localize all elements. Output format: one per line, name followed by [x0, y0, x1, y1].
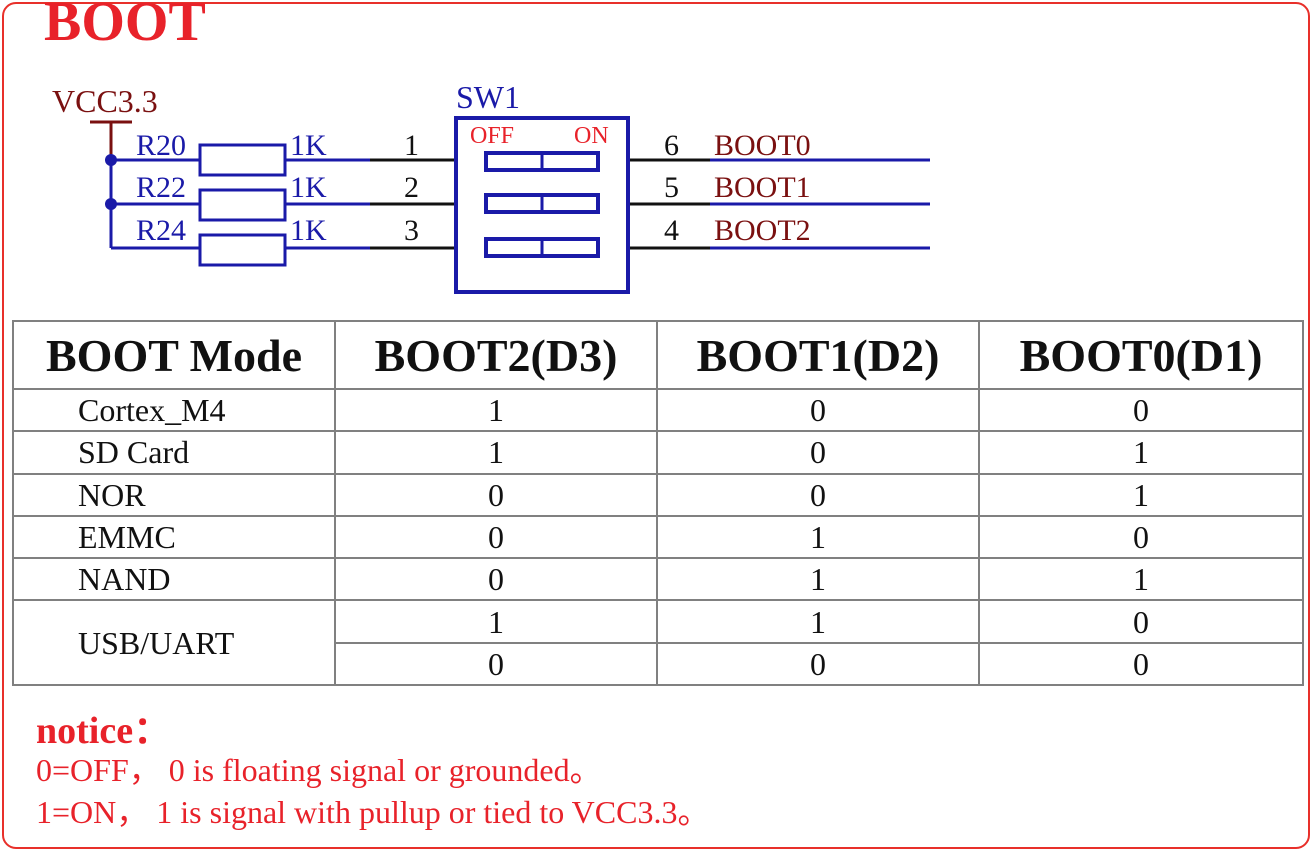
switch-on-label: ON: [574, 123, 609, 149]
value-cell: 1: [978, 557, 1304, 602]
notice-line-on: 1=ON， 1 is signal with pullup or tied to…: [36, 793, 710, 830]
header-boot-mode: BOOT Mode: [12, 320, 336, 390]
value-cell: 0: [978, 599, 1304, 644]
table-row: SD Card 1 0 1: [12, 430, 1304, 475]
mode-cell: SD Card: [12, 430, 336, 475]
value-cell: 1: [978, 430, 1304, 475]
pin-number: 6: [664, 129, 679, 162]
mode-cell: NAND: [12, 557, 336, 602]
pin-number: 4: [664, 214, 679, 247]
value-cell: 0: [334, 557, 658, 602]
value-cell: 1: [334, 430, 658, 475]
table-row: NAND 0 1 1: [12, 557, 1304, 602]
value-cell: 0: [656, 472, 980, 517]
table-header-row: BOOT Mode BOOT2(D3) BOOT1(D2) BOOT0(D1): [12, 320, 1304, 390]
pin-number: 1: [404, 129, 419, 162]
header-boot0: BOOT0(D1): [978, 320, 1304, 390]
dip-switch-body: [454, 116, 630, 294]
value-cell: 0: [334, 641, 658, 687]
value-cell: 1: [978, 472, 1304, 517]
resistor-r20: [198, 143, 287, 177]
value-cell: 1: [656, 514, 980, 560]
resistor-ref: R22: [136, 171, 186, 204]
resistor-value: 1K: [290, 129, 327, 162]
resistor-r24: [198, 233, 287, 267]
net-label-boot1: BOOT1: [714, 171, 811, 204]
resistor-ref: R24: [136, 214, 186, 247]
boot-schematic: VCC3.3 R20 R22 R24 1K 1K 1K 1 2 3 SW1 OF…: [52, 79, 930, 294]
pin-number: 2: [404, 171, 419, 204]
net-label-boot0: BOOT0: [714, 129, 811, 162]
net-label-boot2: BOOT2: [714, 214, 811, 247]
resistor-value: 1K: [290, 214, 327, 247]
value-cell: 1: [334, 387, 658, 433]
diagram-title: BOOT: [44, 0, 206, 53]
table-row: EMMC 0 1 0: [12, 514, 1304, 560]
table-row: NOR 0 0 1: [12, 472, 1304, 517]
value-cell: 1: [656, 599, 980, 644]
value-cell: 0: [334, 472, 658, 517]
resistor-value: 1K: [290, 171, 327, 204]
value-cell: 0: [978, 514, 1304, 560]
value-cell: 1: [656, 557, 980, 602]
switch-ref: SW1: [456, 79, 520, 115]
value-cell: 0: [978, 641, 1304, 687]
resistor-r22: [198, 188, 287, 222]
mode-cell: Cortex_M4: [12, 387, 336, 433]
notice-heading: notice：: [36, 710, 172, 752]
mode-cell: NOR: [12, 472, 336, 517]
mode-cell: USB/UART: [12, 599, 336, 686]
value-cell: 0: [334, 514, 658, 560]
switch-off-label: OFF: [470, 123, 514, 149]
vcc-label: VCC3.3: [52, 83, 158, 119]
header-boot2: BOOT2(D3): [334, 320, 658, 390]
mode-cell: EMMC: [12, 514, 336, 560]
pin-number: 5: [664, 171, 679, 204]
pin-number: 3: [404, 214, 419, 247]
value-cell: 0: [656, 641, 980, 687]
boot-mode-table: BOOT Mode BOOT2(D3) BOOT1(D2) BOOT0(D1) …: [12, 320, 1304, 687]
notice-block: notice： 0=OFF， 0 is floating signal or g…: [36, 712, 709, 833]
value-cell: 0: [978, 387, 1304, 433]
value-cell: 1: [334, 599, 658, 644]
value-cell: 0: [656, 387, 980, 433]
resistor-ref: R20: [136, 129, 186, 162]
table-row: USB/UART 1 1 0: [12, 599, 1304, 686]
value-cell: 0: [656, 430, 980, 475]
notice-line-off: 0=OFF， 0 is floating signal or grounded。: [36, 752, 602, 788]
table-row: Cortex_M4 1 0 0: [12, 387, 1304, 433]
table-row: 0 0 0: [13, 641, 1304, 687]
header-boot1: BOOT1(D2): [656, 320, 980, 390]
